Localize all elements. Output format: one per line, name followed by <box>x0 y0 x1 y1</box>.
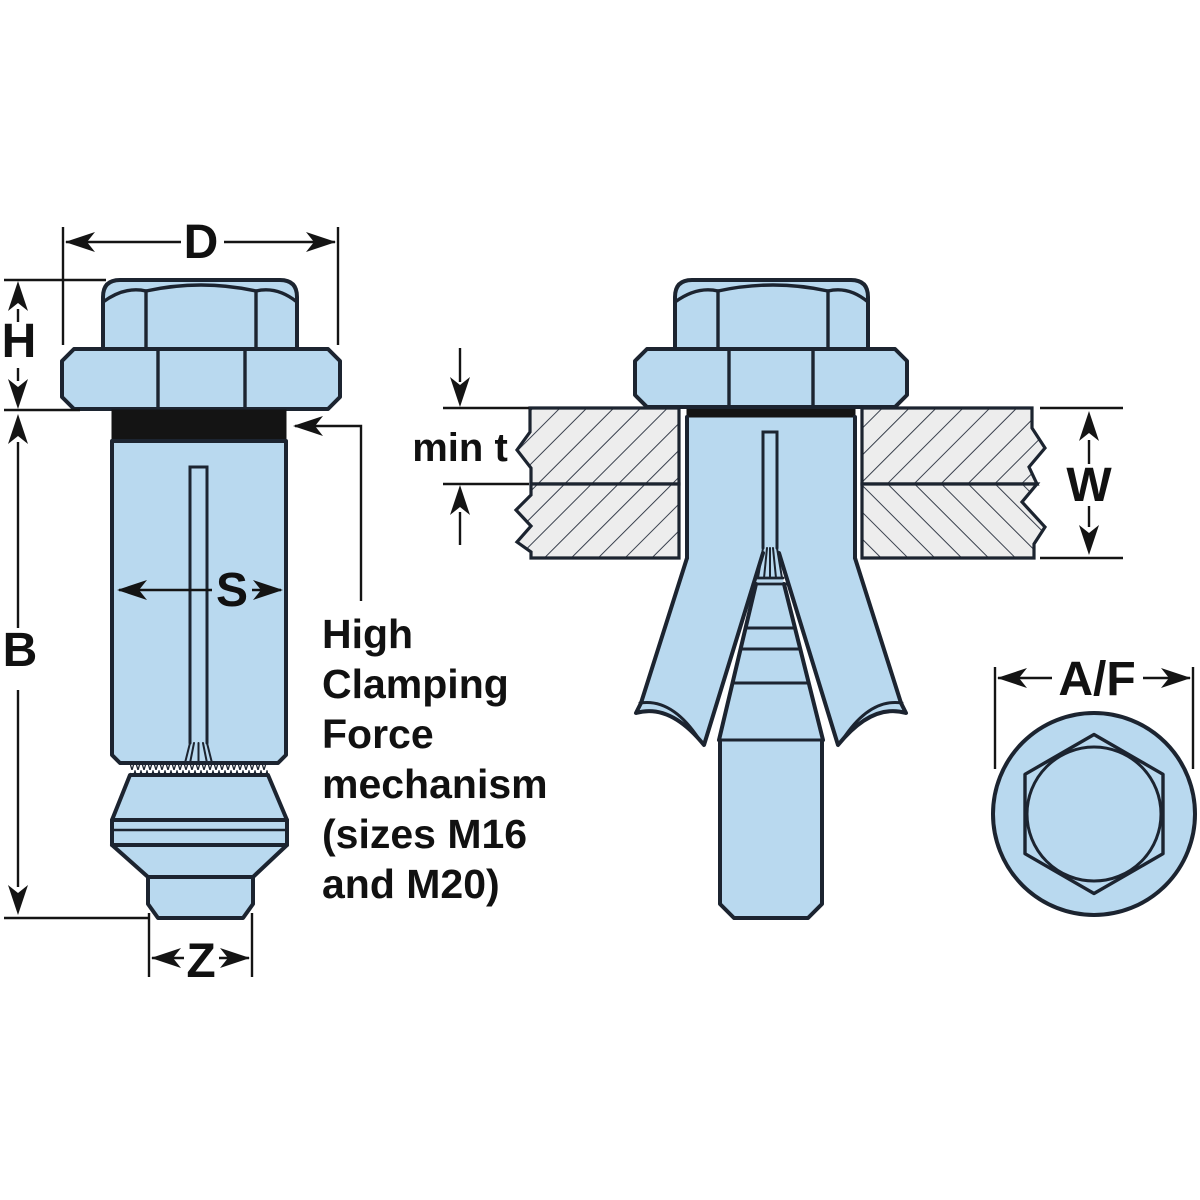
right-leg-fill <box>779 553 906 745</box>
label-H: H <box>2 315 37 368</box>
dimension-W: W <box>1040 406 1123 560</box>
label-min-t: min t <box>412 426 508 470</box>
hex-head-side <box>101 278 299 351</box>
shank-fill <box>720 740 822 918</box>
dimension-AF-extension-lines <box>993 667 1195 769</box>
center-cone-fill <box>719 584 823 740</box>
annotation-line-4: mechanism <box>322 761 548 807</box>
annotation-line-5: (sizes M16 <box>322 811 527 857</box>
hex-head-installed-face-lines <box>716 289 830 351</box>
annotation-leader-line <box>295 424 363 601</box>
dimension-Z: Z <box>147 913 254 988</box>
hex-head-installed <box>673 278 870 351</box>
installed-slot-fan <box>757 547 783 579</box>
dimension-Z-extension-lines <box>147 913 254 977</box>
arrowhead-B-up <box>8 414 28 444</box>
bolt-tip <box>146 875 255 920</box>
center-cone-section-lines <box>717 626 825 742</box>
label-D: D <box>184 216 219 269</box>
plate-upper-left <box>515 406 681 486</box>
hex-head-face-lines <box>144 289 258 351</box>
label-Z: Z <box>186 935 215 988</box>
plan-view: A/F <box>991 653 1197 917</box>
side-view: D H B S Z <box>2 216 548 988</box>
left-leg-fill <box>636 553 763 745</box>
plate-lower-left <box>513 482 681 560</box>
annotation-line-2: Clamping <box>322 661 509 707</box>
arrowhead-W-up <box>1079 411 1099 441</box>
label-W: W <box>1066 459 1112 512</box>
arrowhead-min-t-up <box>450 485 470 515</box>
left-leg-tip-arc <box>638 700 701 741</box>
arrowhead-B-down <box>8 885 28 915</box>
label-B: B <box>3 624 38 677</box>
dimension-H: H <box>2 278 106 412</box>
knurl-band <box>130 764 268 775</box>
plate-upper-right <box>860 406 1047 486</box>
flange-washer-installed-lines <box>727 347 815 409</box>
flange-washer-lines <box>156 347 247 411</box>
right-leg-tip-arc <box>841 700 904 741</box>
installed-sleeve-fill <box>687 417 855 558</box>
annotation-high-clamping-force: High Clamping Force mechanism (sizes M16… <box>293 416 548 907</box>
arrowhead-H-down <box>8 379 28 409</box>
plate-lower-right <box>860 482 1048 560</box>
expansion-slot-fan <box>184 742 213 764</box>
arrowhead-H-up <box>8 281 28 311</box>
flange-washer-side <box>60 347 342 411</box>
annotation-line-6: and M20) <box>322 861 500 907</box>
hex-head-installed-chamfer-arcs <box>673 283 870 304</box>
fan-band-lines <box>751 576 789 586</box>
arrowhead-W-down <box>1079 525 1099 555</box>
annotation-line-3: Force <box>322 711 434 757</box>
center-cone-sides <box>717 582 825 742</box>
installed-sleeve-edges <box>685 415 857 560</box>
hex-head-chamfer-arcs <box>101 283 299 304</box>
sleeve-body <box>110 439 288 765</box>
cone-nose <box>110 843 289 879</box>
installed-slot <box>761 430 779 550</box>
dimension-D-extension-lines <box>61 227 340 345</box>
hex-chamfer-circle-top <box>1025 745 1163 883</box>
installed-view: min t W <box>412 278 1123 920</box>
dimension-min-t: min t <box>412 348 529 545</box>
dimension-min-t-extension-lines <box>443 406 529 486</box>
dimension-B: B <box>3 414 150 920</box>
expander-cone <box>110 773 289 822</box>
flange-washer-installed <box>633 347 909 409</box>
dimension-W-extension-lines <box>1040 406 1123 560</box>
shank-outline <box>718 738 824 920</box>
dimension-H-extension-lines <box>4 278 106 412</box>
expansion-slot <box>188 465 209 745</box>
dimension-AF: A/F <box>993 653 1195 769</box>
annotation-line-1: High <box>322 611 413 657</box>
left-leg-outline <box>634 551 765 747</box>
dimension-S: S <box>117 564 283 617</box>
label-S: S <box>216 564 248 617</box>
hex-head-top <box>1023 732 1165 896</box>
dimension-D: D <box>61 216 340 345</box>
cone-band <box>110 818 289 847</box>
clamping-collar-side <box>111 409 287 442</box>
right-leg-outline <box>777 551 908 747</box>
label-AF: A/F <box>1058 653 1135 706</box>
